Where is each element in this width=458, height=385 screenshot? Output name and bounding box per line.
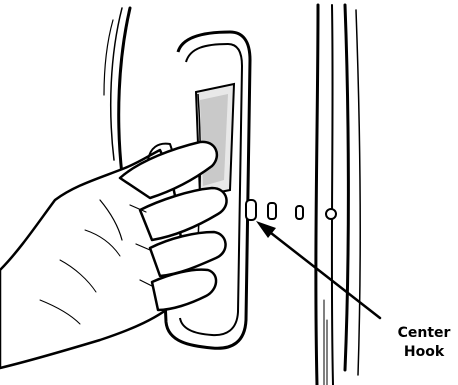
callout-arrow xyxy=(256,221,380,318)
hook-slot-2 xyxy=(268,203,276,219)
door-jamb-frame xyxy=(316,5,360,385)
door-panel-left-edge xyxy=(104,8,130,175)
jamb-hook-slots xyxy=(246,200,336,220)
hook-slot-3 xyxy=(296,206,303,219)
callout-label-line2: Hook xyxy=(404,344,445,360)
callout-label-line1: Center xyxy=(398,325,451,341)
center-hook-slot xyxy=(246,200,256,220)
latch-pin xyxy=(326,209,336,219)
